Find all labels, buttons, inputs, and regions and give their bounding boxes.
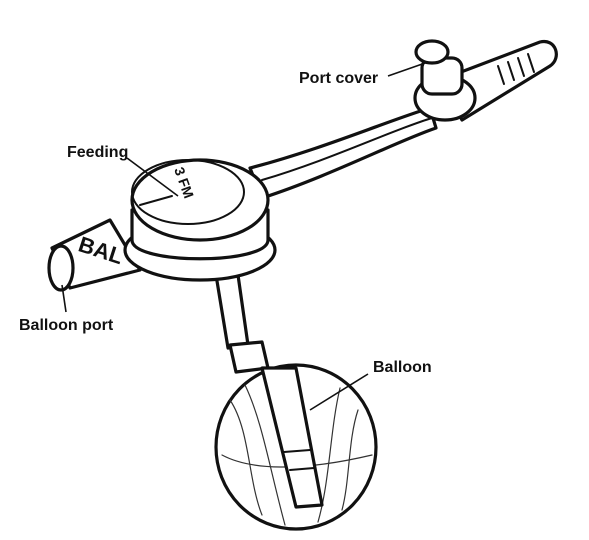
- label-balloon: Balloon: [373, 359, 432, 376]
- extension-tube-drawing: [248, 106, 438, 200]
- leader-lines: [61, 61, 429, 411]
- label-port-cover: Port cover: [299, 70, 378, 87]
- feeding-leader: [126, 157, 179, 197]
- balloon-port-leader: [61, 284, 67, 313]
- balloon-port-drawing: BAL: [47, 218, 142, 292]
- stem-drawing: [214, 273, 324, 509]
- hub-drawing: 3 FM: [123, 158, 277, 282]
- label-balloon-port: Balloon port: [19, 317, 114, 334]
- port-cover-leader: [387, 61, 429, 77]
- balloon-leader: [309, 373, 369, 411]
- port-cover-drawing: [413, 39, 558, 122]
- label-feeding: Feeding: [67, 144, 128, 161]
